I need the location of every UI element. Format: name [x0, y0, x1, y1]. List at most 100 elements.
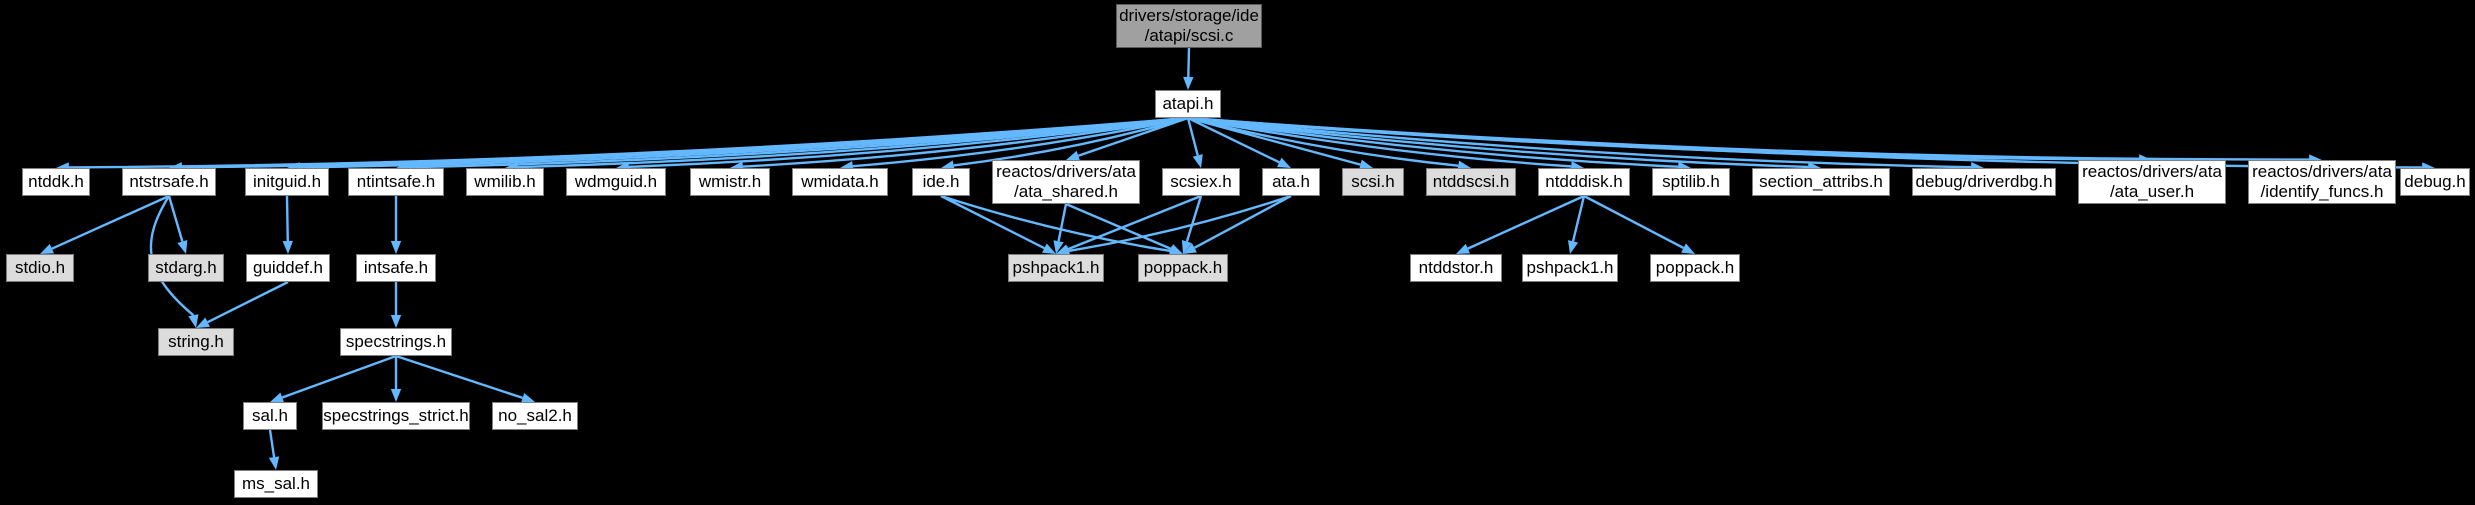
graph-edge-arrowhead [268, 456, 280, 470]
graph-edge-arrowhead [521, 392, 535, 403]
graph-edge-arrowhead [270, 392, 284, 403]
graph-node-ntddscsi-h[interactable]: ntddscsi.h [1426, 168, 1516, 196]
graph-node-sptilib-h[interactable]: sptilib.h [1652, 168, 1730, 196]
graph-edge-arrowhead [1042, 243, 1056, 254]
graph-edge-arrowhead [390, 315, 402, 328]
graph-edge-arrowhead [282, 240, 293, 254]
graph-node-driverdbg-h[interactable]: debug/driverdbg.h [1912, 168, 2056, 196]
graph-node-poppack-left-h[interactable]: poppack.h [1138, 254, 1228, 282]
graph-edge [1571, 195, 1586, 242]
graph-node-guiddef-h[interactable]: guiddef.h [246, 254, 330, 282]
graph-edge [1187, 116, 1280, 164]
graph-node-pshpack1-right-h[interactable]: pshpack1.h [1522, 254, 1618, 282]
graph-node-ntddstor-h[interactable]: ntddstor.h [1410, 254, 1502, 282]
graph-node-pshpack1-left-h[interactable]: pshpack1.h [1008, 254, 1104, 282]
graph-edge-arrowhead [40, 243, 54, 254]
graph-edge [207, 280, 289, 324]
graph-node-sal-h[interactable]: sal.h [243, 402, 297, 430]
graph-edge-arrowhead [1567, 240, 1579, 254]
graph-edge [1186, 117, 1199, 156]
graph-edge [268, 429, 276, 458]
graph-edge [940, 194, 1045, 250]
graph-node-ide-h[interactable]: ide.h [912, 168, 970, 196]
graph-edge [953, 116, 1189, 167]
graph-edge [1185, 195, 1203, 242]
graph-node-wmilib-h[interactable]: wmilib.h [466, 168, 544, 196]
graph-edge [1583, 194, 1685, 250]
graph-node-specstrings-strict-h[interactable]: specstrings_strict.h [322, 402, 470, 430]
graph-edge-arrowhead [1181, 240, 1192, 254]
graph-edge-arrowhead [390, 241, 402, 254]
graph-edge-arrowhead [1681, 243, 1695, 254]
graph-edge [1187, 47, 1191, 78]
graph-edge [742, 116, 1189, 168]
graph-edge [1187, 116, 1679, 168]
graph-edge-arrowhead [1066, 150, 1080, 161]
graph-node-wmidata-h[interactable]: wmidata.h [792, 168, 888, 196]
graph-edge-arrowhead [1053, 240, 1064, 254]
graph-edge [628, 116, 1189, 169]
graph-edge-arrowhead [1456, 243, 1470, 254]
graph-node-specstrings-h[interactable]: specstrings.h [340, 328, 452, 356]
graph-node-debug-h[interactable]: debug.h [2400, 168, 2470, 196]
graph-edge-arrowhead [1183, 243, 1197, 254]
graph-edge-arrowhead [941, 160, 955, 171]
graph-edge [1065, 202, 1172, 250]
graph-edge-arrowhead [1359, 159, 1373, 170]
graph-edge [1187, 116, 2423, 169]
graph-node-stdarg-h[interactable]: stdarg.h [148, 254, 224, 282]
graph-node-ata-h[interactable]: ata.h [1262, 168, 1320, 196]
graph-edge [395, 354, 524, 400]
graph-edge-arrowhead [390, 389, 402, 402]
graph-edge-arrowhead [1169, 244, 1183, 254]
graph-edge [1193, 194, 1292, 249]
graph-node-ata-shared-h[interactable]: reactos/drivers/ata /ata_shared.h [992, 160, 1140, 204]
graph-node-ntdddisk-h[interactable]: ntdddisk.h [1538, 168, 1630, 196]
graph-node-identify-funcs-h[interactable]: reactos/drivers/ata /identify_funcs.h [2248, 160, 2396, 204]
graph-edge-arrowhead [1192, 154, 1203, 168]
graph-edge [852, 116, 1189, 168]
graph-node-ntddk-h[interactable]: ntddk.h [22, 168, 90, 196]
graph-edge [281, 354, 397, 399]
graph-node-scsiex-h[interactable]: scsiex.h [1162, 168, 1240, 196]
graph-edge [51, 194, 170, 250]
graph-edge [517, 116, 1189, 169]
graph-edge [1467, 194, 1585, 250]
graph-node-no-sal2-h[interactable]: no_sal2.h [492, 402, 578, 430]
graph-edge-arrowhead [188, 314, 199, 328]
graph-edge [1068, 194, 1292, 253]
graph-edge-arrowhead [1056, 245, 1070, 256]
graph-edge [1187, 116, 1572, 168]
graph-edge [1067, 194, 1202, 251]
graph-node-ata-user-h[interactable]: reactos/drivers/ata /ata_user.h [2078, 160, 2226, 204]
graph-node-initguid-h[interactable]: initguid.h [245, 168, 329, 196]
graph-node-ms-sal-h[interactable]: ms_sal.h [234, 470, 318, 498]
graph-edge [1057, 203, 1068, 242]
graph-node-scsi-c[interactable]: drivers/storage/ide /atapi/scsi.c [1116, 4, 1262, 48]
graph-edge-arrowhead [1277, 157, 1291, 168]
graph-edge [1187, 116, 1972, 169]
graph-node-stdio-h[interactable]: stdio.h [6, 254, 74, 282]
graph-edge-arrowhead [1183, 76, 1194, 90]
graph-edge [285, 195, 289, 242]
graph-edge [1187, 116, 1809, 169]
graph-edge [1187, 116, 1459, 167]
graph-edge [940, 194, 1171, 253]
graph-node-ntstrsafe-h[interactable]: ntstrsafe.h [122, 168, 216, 196]
graph-node-scsi-h[interactable]: scsi.h [1342, 168, 1404, 196]
graph-node-wdmguid-h[interactable]: wdmguid.h [566, 168, 666, 196]
graph-node-atapi-h[interactable]: atapi.h [1155, 90, 1221, 118]
graph-node-section-attribs-h[interactable]: section_attribs.h [1752, 168, 1890, 196]
graph-node-string-h[interactable]: string.h [158, 328, 234, 356]
graph-node-wmistr-h[interactable]: wmistr.h [690, 168, 770, 196]
graph-edge-arrowhead [196, 317, 210, 328]
graph-edge [167, 195, 184, 242]
graph-node-intsafe-h[interactable]: intsafe.h [356, 254, 436, 282]
graph-edge [1187, 116, 2140, 161]
graph-node-poppack-right-h[interactable]: poppack.h [1650, 254, 1740, 282]
graph-edge-arrowhead [177, 240, 188, 254]
graph-node-ntintsafe-h[interactable]: ntintsafe.h [348, 168, 444, 196]
graph-edge [408, 116, 1189, 169]
